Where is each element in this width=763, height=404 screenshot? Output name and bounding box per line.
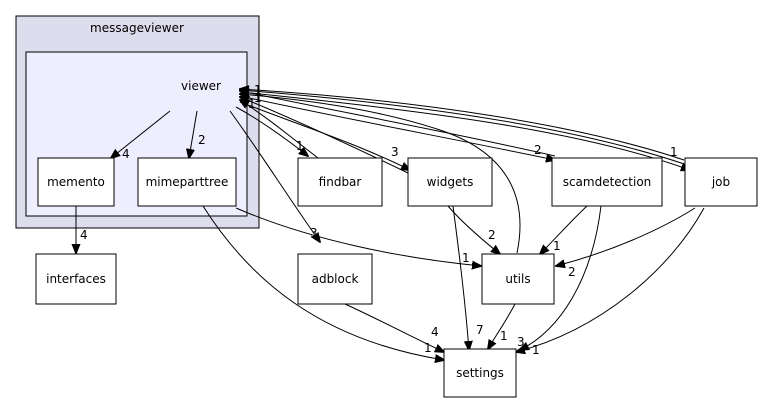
node-utils-label: utils [505,272,530,286]
cluster-messageviewer-label: messageviewer [90,21,184,35]
node-scamdetection[interactable]: scamdetection [551,157,663,207]
edge-viewer-scamdetection [239,95,555,160]
cluster-viewer-label: viewer [181,79,221,93]
node-widgets[interactable]: widgets [407,157,493,207]
node-settings-label: settings [456,366,504,380]
edge-label-mimeparttree-utils: 1 [462,251,470,265]
node-adblock[interactable]: adblock [297,253,373,305]
node-memento[interactable]: memento [37,157,115,207]
node-job[interactable]: job [684,157,758,207]
node-interfaces[interactable]: interfaces [35,253,117,305]
edge-label-viewer-scamdetection: 2 [534,143,542,157]
node-findbar[interactable]: findbar [297,157,383,207]
edge-label-viewer-job: 1 [670,145,678,159]
edge-viewer-memento [111,110,171,158]
edge-job-viewer [240,89,685,161]
edge-widgets-settings [452,205,469,350]
edge-label-back-a: 1 [254,83,262,97]
edge-label-viewer-widgets: 3 [391,145,399,159]
edge-label-viewer-findbar: 1 [296,139,304,153]
node-scamdetection-label: scamdetection [563,175,652,189]
edge-viewer-job [239,91,690,170]
edge-viewer-mimeparttree [189,110,198,158]
edge-mimeparttree-utils [235,207,481,266]
edge-utils-settings [488,301,517,349]
edge-job-utils [556,207,696,266]
edge-scamdetection-settings [520,205,602,350]
edge-label-viewer-mimeparttree: 2 [198,133,206,147]
edge-label-widgets-settings: 7 [476,323,484,337]
edge-label-scamdetection-utils: 1 [553,239,561,253]
node-findbar-label: findbar [319,175,362,189]
edge-label-adblock-settings: 4 [431,325,439,339]
edge-label-mimeparttree-settings: 1 [424,341,432,355]
edge-job-settings [516,207,705,352]
edge-label-memento-interfaces: 4 [80,228,88,242]
node-widgets-label: widgets [427,175,474,189]
edge-label-job-settings: 1 [532,343,540,357]
edge-label-widgets-utils: 2 [488,228,496,242]
edge-utils-viewer [240,94,521,254]
edge-label-scamdetection-settings: 3 [517,335,525,349]
node-settings[interactable]: settings [443,348,517,398]
edge-label-utils-settings: 1 [500,329,508,343]
node-memento-label: memento [47,175,105,189]
edge-label-back-b: 1 [254,91,262,105]
node-interfaces-label: interfaces [46,272,106,286]
edge-scamdetection-utils [540,205,588,254]
node-adblock-label: adblock [312,272,359,286]
edge-mimeparttree-settings [202,205,444,360]
edge-adblock-settings [344,303,444,352]
edge-findbar-viewer [240,100,319,159]
edge-viewer-findbar [235,106,308,156]
node-mimeparttree-label: mimeparttree [146,175,229,189]
edge-job-viewer-2 [240,90,691,167]
edge-widgets-utils [447,205,500,254]
edge-label-viewer-adblock: 3 [310,226,318,240]
node-job-label: job [711,175,730,189]
node-utils[interactable]: utils [481,253,555,305]
edge-label-back-c: 1 [248,97,256,111]
edge-viewer-adblock [229,110,320,242]
edge-scamdetection-viewer [240,91,556,157]
edge-label-viewer-memento: 4 [122,147,130,161]
edge-widgets-viewer [240,97,411,175]
edge-label-job-utils: 2 [568,265,576,279]
node-mimeparttree[interactable]: mimeparttree [137,157,237,207]
